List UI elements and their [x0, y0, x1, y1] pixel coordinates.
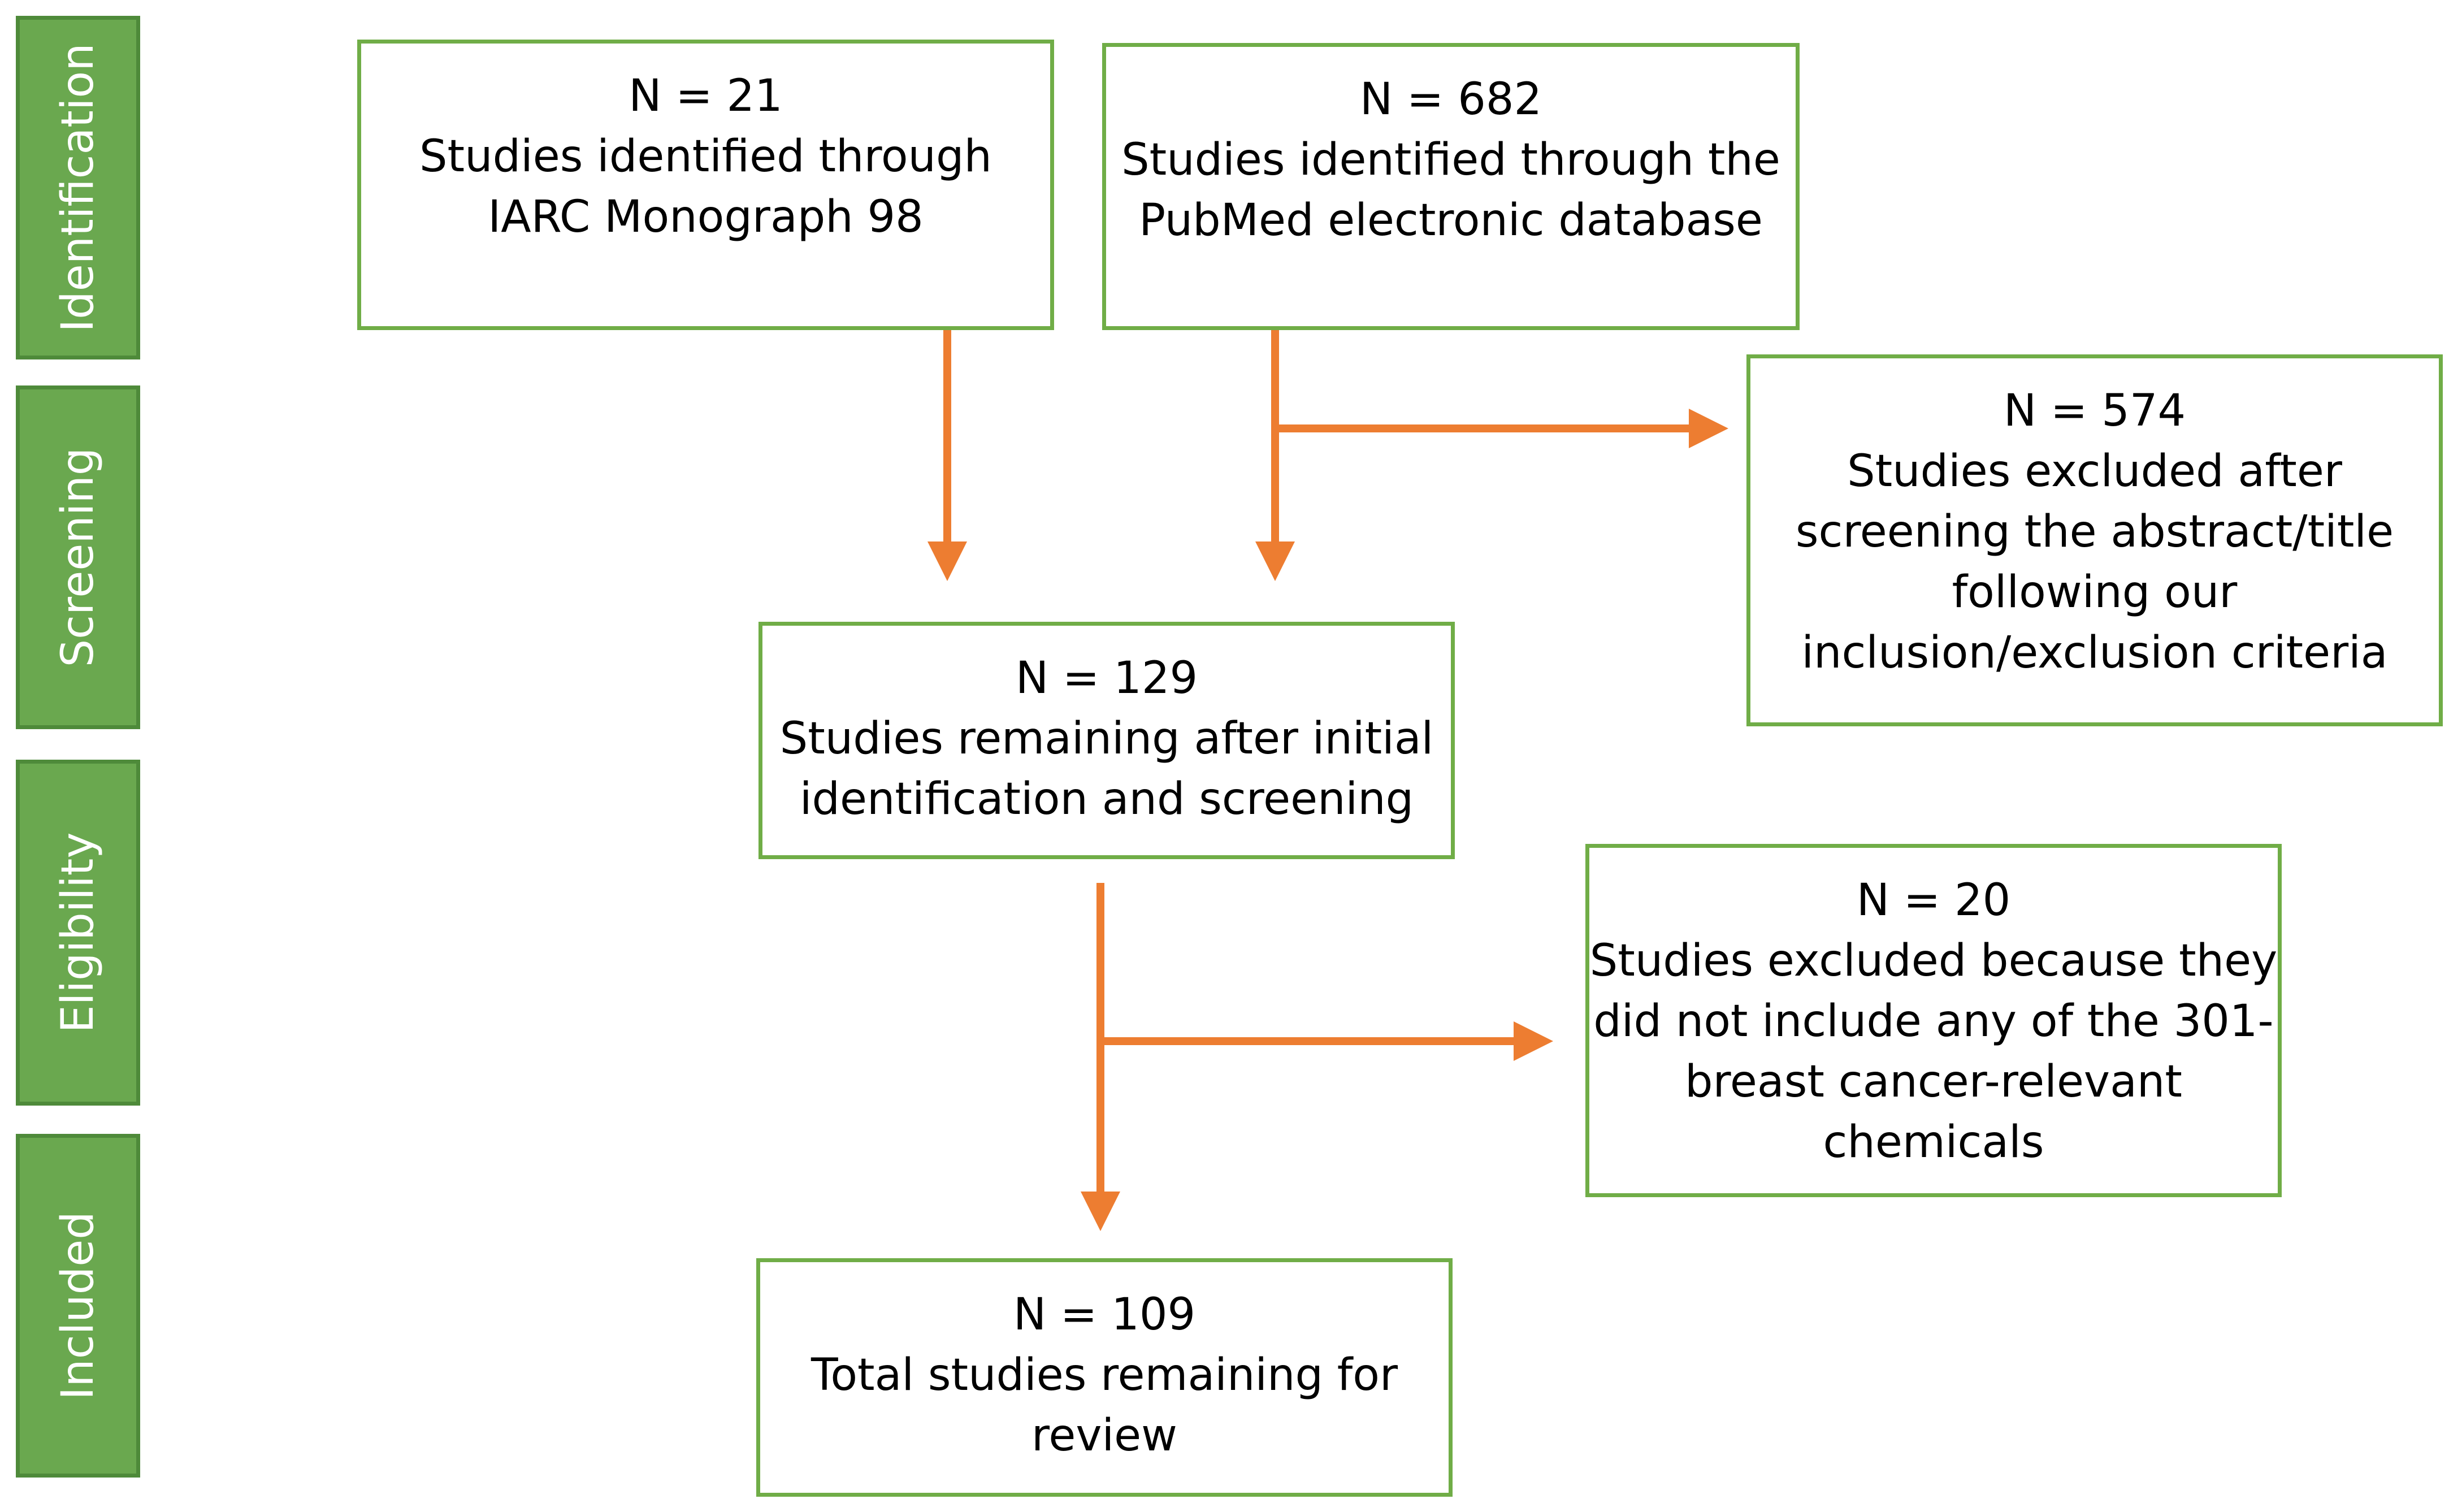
box-remaining-description: Studies remaining after initial identifi…	[779, 713, 1434, 825]
stage-eligibility: Eligibility	[16, 760, 140, 1106]
stage-included: Included	[16, 1134, 140, 1478]
stage-screening: Screening	[16, 385, 140, 729]
box-excluded-eligibility-count: N = 20	[1856, 875, 2011, 926]
box-total-description: Total studies remaining for review	[810, 1350, 1398, 1461]
box-remaining: N = 129 Studies remaining after initial …	[758, 622, 1455, 859]
box-pubmed-count: N = 682	[1359, 74, 1542, 125]
stage-identification: Identification	[16, 16, 140, 359]
box-iarc-count: N = 21	[628, 71, 783, 122]
box-pubmed-description: Studies identified through the PubMed el…	[1121, 135, 1780, 246]
box-excluded-eligibility: N = 20 Studies excluded because they did…	[1585, 844, 2282, 1197]
box-excluded-screening-count: N = 574	[2003, 385, 2186, 436]
box-total: N = 109 Total studies remaining for revi…	[756, 1258, 1453, 1497]
box-pubmed: N = 682 Studies identified through the P…	[1102, 43, 1800, 330]
box-excluded-eligibility-description: Studies excluded because they did not in…	[1589, 935, 2278, 1168]
box-iarc: N = 21 Studies identified through IARC M…	[357, 40, 1054, 330]
box-total-count: N = 109	[1013, 1289, 1196, 1340]
box-remaining-count: N = 129	[1015, 653, 1198, 704]
box-iarc-description: Studies identified through IARC Monograp…	[419, 131, 992, 242]
box-excluded-screening-description: Studies excluded after screening the abs…	[1795, 446, 2394, 678]
box-excluded-screening: N = 574 Studies excluded after screening…	[1746, 354, 2443, 726]
